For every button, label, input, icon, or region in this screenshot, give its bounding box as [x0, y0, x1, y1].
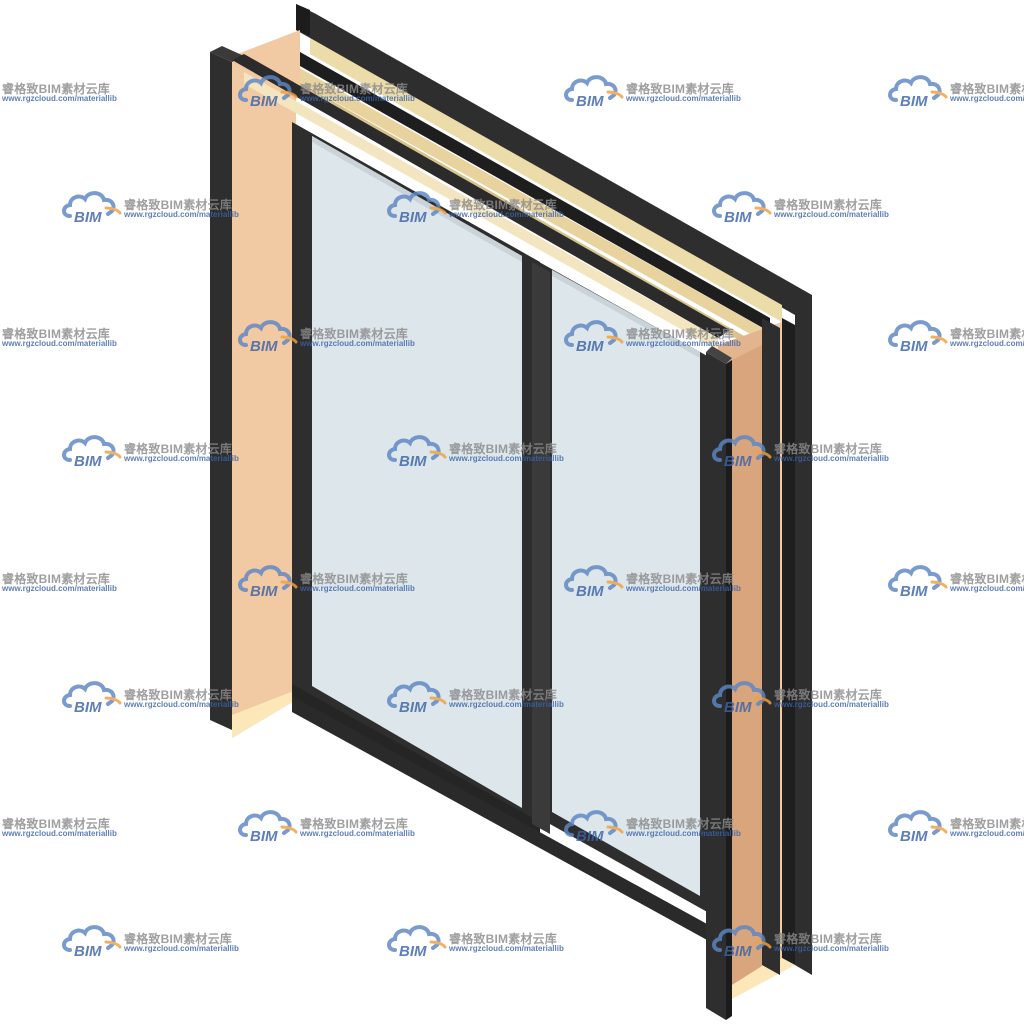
right-sash-glass-bevel	[552, 270, 700, 358]
head-track-upper	[310, 38, 782, 322]
front-frame-top-rail	[232, 54, 730, 338]
top-outer-frame-bar	[296, 4, 812, 315]
right-front-frame-post-side	[726, 360, 732, 1020]
left-sash-bottom-rail	[292, 684, 540, 836]
right-outer-frame-side	[782, 318, 795, 965]
right-sash-interlock	[532, 262, 550, 834]
right-inner-jamb-strip	[732, 345, 762, 985]
right-sash-glass	[552, 270, 700, 896]
head-track-groove	[300, 52, 770, 332]
left-jamb-sill-edge	[232, 690, 296, 738]
right-front-frame-post	[706, 352, 726, 1020]
right-front-frame-post-top	[706, 346, 732, 364]
right-outer-frame-post	[795, 295, 812, 975]
front-frame-top-rail-inner	[244, 72, 718, 350]
top-outer-frame-lip	[296, 4, 310, 36]
head-track-lower	[296, 66, 770, 345]
left-outer-frame-post	[210, 52, 232, 730]
right-mid-frame-post	[762, 318, 780, 975]
left-outer-frame-top	[210, 46, 244, 62]
bottom-sill-rail	[292, 696, 718, 946]
left-jamb-face	[232, 60, 296, 738]
left-sash-glass	[312, 136, 522, 808]
